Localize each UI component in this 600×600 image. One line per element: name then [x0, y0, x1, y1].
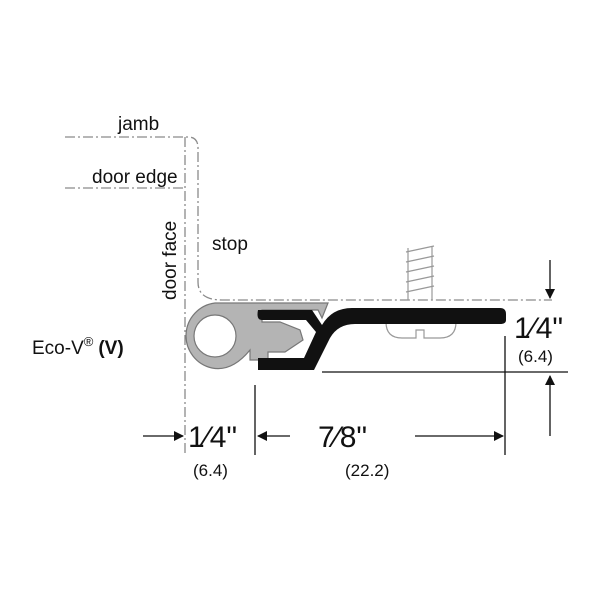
registered-mark: ®	[84, 334, 94, 349]
left-width-mm: (6.4)	[193, 461, 228, 480]
dimension-lines	[143, 260, 568, 455]
left-width-inch: 1⁄4"	[188, 421, 237, 454]
door-edge-label: door edge	[92, 167, 178, 188]
jamb-line	[65, 136, 552, 301]
product-name: Eco-V	[32, 338, 84, 359]
flange-width-mm: (22.2)	[345, 461, 389, 480]
height-inch: 1⁄4"	[514, 312, 563, 345]
flange-carrier	[257, 308, 506, 370]
stop-label: stop	[212, 234, 248, 255]
door-face-label: door face	[160, 221, 181, 300]
product-code: (V)	[98, 338, 123, 359]
jamb-label: jamb	[117, 114, 159, 135]
flange-width-inch: 7⁄8"	[318, 421, 367, 454]
height-mm: (6.4)	[518, 347, 553, 366]
screw-icon	[385, 245, 457, 339]
product-label: Eco-V® (V)	[32, 334, 124, 359]
bulb-seal	[185, 302, 329, 370]
